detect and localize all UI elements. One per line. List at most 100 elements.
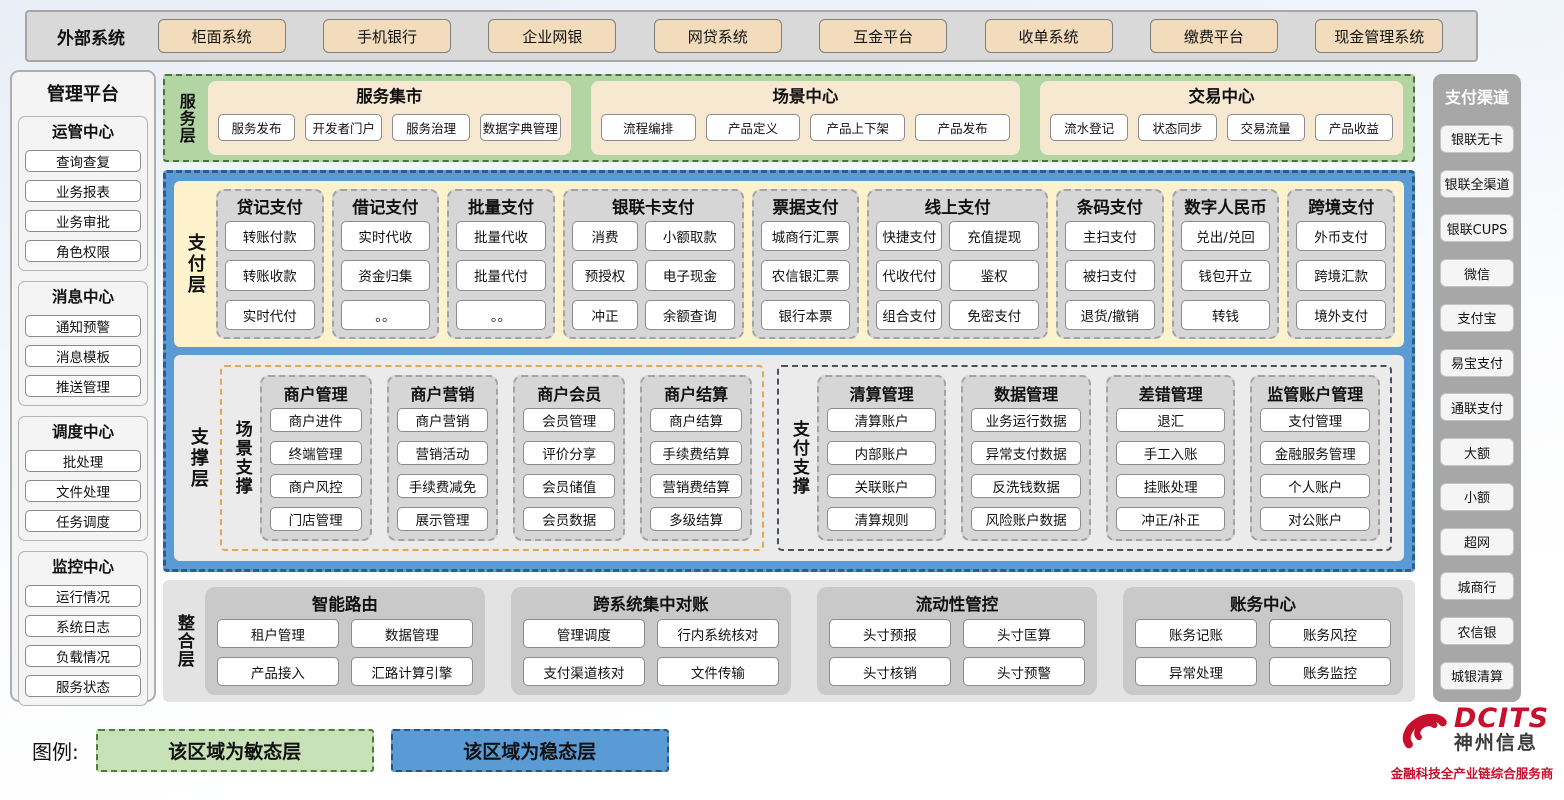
- support-module-button[interactable]: 手工入账: [1115, 441, 1226, 465]
- payment-module-button[interactable]: 余额查询: [645, 299, 735, 330]
- integration-module-button[interactable]: 账务监控: [1269, 657, 1392, 686]
- service-module-button[interactable]: 流水登记: [1050, 114, 1129, 141]
- mgmt-module-button[interactable]: 负载情况: [25, 645, 141, 667]
- support-module-button[interactable]: 会员数据: [523, 507, 616, 531]
- service-module-button[interactable]: 产品定义: [705, 114, 801, 141]
- support-module-button[interactable]: 手续费结算: [650, 441, 742, 465]
- integration-module-button[interactable]: 管理调度: [522, 619, 645, 648]
- integration-module-button[interactable]: 异常处理: [1134, 657, 1257, 686]
- support-module-button[interactable]: 内部账户: [826, 441, 937, 465]
- payment-module-button[interactable]: 跨境汇款: [1296, 260, 1387, 291]
- external-system-button[interactable]: 手机银行: [323, 19, 452, 53]
- mgmt-module-button[interactable]: 查询查复: [25, 150, 141, 172]
- mgmt-module-button[interactable]: 运行情况: [25, 585, 141, 607]
- mgmt-module-button[interactable]: 消息模板: [25, 345, 141, 367]
- payment-module-button[interactable]: 小额取款: [645, 221, 735, 252]
- support-module-button[interactable]: 营销活动: [396, 441, 489, 465]
- service-module-button[interactable]: 产品收益: [1314, 114, 1393, 141]
- payment-module-button[interactable]: 资金归集: [340, 260, 431, 291]
- support-module-button[interactable]: 退汇: [1115, 408, 1226, 432]
- integration-module-button[interactable]: 账务记账: [1134, 619, 1257, 648]
- mgmt-module-button[interactable]: 角色权限: [25, 240, 141, 262]
- payment-module-button[interactable]: 转账付款: [224, 221, 315, 252]
- channel-button[interactable]: 城银清算: [1440, 661, 1514, 690]
- service-module-button[interactable]: 服务治理: [392, 114, 470, 141]
- payment-module-button[interactable]: 鉴权: [949, 260, 1040, 291]
- support-module-button[interactable]: 业务运行数据: [971, 408, 1081, 432]
- channel-button[interactable]: 银联CUPS: [1440, 214, 1514, 243]
- mgmt-module-button[interactable]: 批处理: [25, 450, 141, 472]
- payment-module-button[interactable]: 组合支付: [876, 299, 943, 330]
- payment-module-button[interactable]: 被扫支付: [1065, 260, 1155, 291]
- integration-module-button[interactable]: 账务风控: [1269, 619, 1392, 648]
- service-module-button[interactable]: 流程编排: [600, 114, 696, 141]
- payment-module-button[interactable]: 转账收款: [224, 260, 315, 291]
- integration-module-button[interactable]: 支付渠道核对: [522, 657, 645, 686]
- integration-module-button[interactable]: 头寸匡算: [962, 619, 1085, 648]
- payment-module-button[interactable]: 快捷支付: [876, 221, 943, 252]
- support-module-button[interactable]: 商户营销: [396, 408, 489, 432]
- payment-module-button[interactable]: 实时代付: [224, 299, 315, 330]
- external-system-button[interactable]: 收单系统: [984, 19, 1113, 53]
- support-module-button[interactable]: 手续费减免: [396, 474, 489, 498]
- service-module-button[interactable]: 交易流量: [1226, 114, 1305, 141]
- payment-module-button[interactable]: 兑出/兑回: [1180, 221, 1271, 252]
- external-system-button[interactable]: 柜面系统: [157, 19, 286, 53]
- support-module-button[interactable]: 个人账户: [1260, 474, 1371, 498]
- support-module-button[interactable]: 商户结算: [650, 408, 742, 432]
- support-module-button[interactable]: 异常支付数据: [971, 441, 1081, 465]
- support-module-button[interactable]: 风险账户数据: [971, 507, 1081, 531]
- payment-module-button[interactable]: 。。: [340, 299, 431, 330]
- integration-module-button[interactable]: 行内系统核对: [656, 619, 779, 648]
- payment-module-button[interactable]: 银行本票: [760, 299, 851, 330]
- service-module-button[interactable]: 数据字典管理: [479, 114, 561, 141]
- support-module-button[interactable]: 多级结算: [650, 507, 742, 531]
- mgmt-module-button[interactable]: 文件处理: [25, 480, 141, 502]
- mgmt-module-button[interactable]: 任务调度: [25, 510, 141, 532]
- support-module-button[interactable]: 清算规则: [826, 507, 937, 531]
- support-module-button[interactable]: 商户风控: [269, 474, 362, 498]
- payment-module-button[interactable]: 消费: [571, 221, 639, 252]
- external-system-button[interactable]: 企业网银: [488, 19, 617, 53]
- channel-button[interactable]: 银联无卡: [1440, 124, 1514, 153]
- channel-button[interactable]: 城商行: [1440, 572, 1514, 601]
- support-module-button[interactable]: 反洗钱数据: [971, 474, 1081, 498]
- support-module-button[interactable]: 商户进件: [269, 408, 362, 432]
- payment-module-button[interactable]: 实时代收: [340, 221, 431, 252]
- integration-module-button[interactable]: 数据管理: [350, 619, 473, 648]
- service-module-button[interactable]: 开发者门户: [305, 114, 383, 141]
- channel-button[interactable]: 微信: [1440, 259, 1514, 288]
- payment-module-button[interactable]: 。。: [456, 299, 546, 330]
- integration-module-button[interactable]: 头寸预报: [828, 619, 951, 648]
- mgmt-module-button[interactable]: 系统日志: [25, 615, 141, 637]
- integration-module-button[interactable]: 头寸核销: [828, 657, 951, 686]
- payment-module-button[interactable]: 代收代付: [876, 260, 943, 291]
- support-module-button[interactable]: 营销费结算: [650, 474, 742, 498]
- payment-module-button[interactable]: 城商行汇票: [760, 221, 851, 252]
- external-system-button[interactable]: 缴费平台: [1149, 19, 1278, 53]
- integration-module-button[interactable]: 租户管理: [216, 619, 339, 648]
- integration-module-button[interactable]: 头寸预警: [962, 657, 1085, 686]
- payment-module-button[interactable]: 充值提现: [949, 221, 1040, 252]
- channel-button[interactable]: 支付宝: [1440, 303, 1514, 332]
- payment-module-button[interactable]: 农信银汇票: [760, 260, 851, 291]
- payment-module-button[interactable]: 预授权: [571, 260, 639, 291]
- payment-module-button[interactable]: 批量代收: [456, 221, 546, 252]
- service-module-button[interactable]: 状态同步: [1138, 114, 1217, 141]
- payment-module-button[interactable]: 电子现金: [645, 260, 735, 291]
- support-module-button[interactable]: 冲正/补正: [1115, 507, 1226, 531]
- mgmt-module-button[interactable]: 业务报表: [25, 180, 141, 202]
- channel-button[interactable]: 银联全渠道: [1440, 169, 1514, 198]
- support-module-button[interactable]: 对公账户: [1260, 507, 1371, 531]
- payment-module-button[interactable]: 外币支付: [1296, 221, 1387, 252]
- support-module-button[interactable]: 会员管理: [523, 408, 616, 432]
- mgmt-module-button[interactable]: 服务状态: [25, 675, 141, 697]
- channel-button[interactable]: 农信银: [1440, 617, 1514, 646]
- payment-module-button[interactable]: 免密支付: [949, 299, 1040, 330]
- channel-button[interactable]: 小额: [1440, 482, 1514, 511]
- payment-module-button[interactable]: 冲正: [571, 299, 639, 330]
- payment-module-button[interactable]: 钱包开立: [1180, 260, 1271, 291]
- mgmt-module-button[interactable]: 通知预警: [25, 315, 141, 337]
- channel-button[interactable]: 通联支付: [1440, 393, 1514, 422]
- payment-module-button[interactable]: 退货/撤销: [1065, 299, 1155, 330]
